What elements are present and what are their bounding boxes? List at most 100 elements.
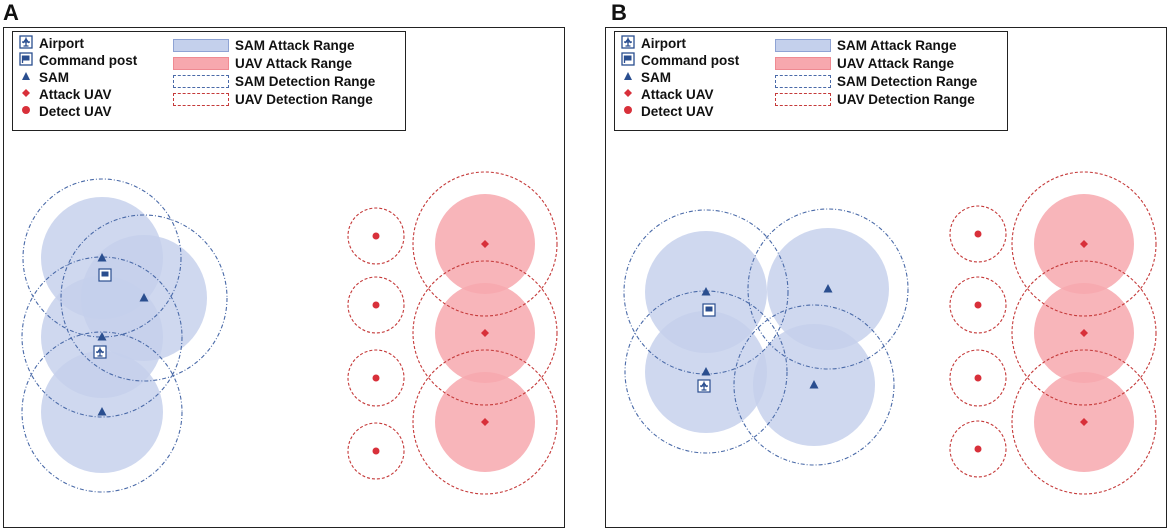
- detect-uav-range: [949, 420, 1007, 478]
- legend-item-detect-uav: Detect UAV: [621, 103, 714, 120]
- legend-text-sam-attack-range: SAM Attack Range: [235, 38, 355, 53]
- legend-text-sam: SAM: [641, 70, 671, 85]
- command-post-marker-flag: [705, 306, 713, 312]
- legend-item-attack-uav: Attack UAV: [621, 86, 714, 103]
- legend-text-sam-detection-range: SAM Detection Range: [837, 74, 978, 89]
- legend-text-command-post: Command post: [39, 53, 138, 68]
- detect-uav-range: [347, 276, 405, 334]
- scenario-b-map: [623, 171, 1157, 495]
- legend-item-airport: Airport: [19, 35, 84, 52]
- airport-icon: [621, 35, 641, 52]
- detect-uav-range: [949, 276, 1007, 334]
- uav-detection-range: [1011, 260, 1157, 406]
- sam-marker: [97, 407, 107, 416]
- panel-a: Airport Command post SAM Attack UAV Dete…: [3, 27, 565, 528]
- uav-attack-range-swatch: [775, 57, 831, 70]
- uav-detection-range-swatch: [775, 93, 831, 106]
- legend-text-uav-attack-range: UAV Attack Range: [837, 56, 955, 71]
- sam-marker: [97, 332, 107, 341]
- command-post-marker-flag: [101, 271, 109, 277]
- uav-detection-range-swatch: [173, 93, 229, 106]
- legend-text-uav-attack-range: UAV Attack Range: [235, 56, 353, 71]
- legend-item-uav-attack-range: UAV Attack Range: [173, 55, 352, 72]
- sam-marker: [823, 284, 833, 293]
- legend-text-sam: SAM: [39, 70, 69, 85]
- detect-uav-dot-icon: [19, 104, 39, 120]
- legend-text-attack-uav: Attack UAV: [39, 87, 112, 102]
- legend-item-uav-detection-range: UAV Detection Range: [173, 91, 373, 108]
- detect-uav-marker: [372, 374, 380, 382]
- attack-uav-marker: [481, 240, 489, 248]
- attack-uav-marker: [481, 418, 489, 426]
- uav-attack-range-swatch: [173, 57, 229, 70]
- legend-item-attack-uav: Attack UAV: [19, 86, 112, 103]
- legend-item-sam: SAM: [621, 69, 671, 86]
- legend-item-uav-attack-range: UAV Attack Range: [775, 55, 954, 72]
- legend-text-uav-detection-range: UAV Detection Range: [235, 92, 373, 107]
- scenario-a-map: [21, 171, 558, 495]
- detect-uav-marker: [974, 445, 982, 453]
- sam-marker: [701, 367, 711, 376]
- sam-triangle-icon: [19, 70, 39, 86]
- detect-uav-range: [949, 349, 1007, 407]
- legend-text-airport: Airport: [39, 36, 84, 51]
- uav-detection-range: [412, 260, 558, 406]
- detect-uav-marker: [974, 230, 982, 238]
- legend-text-sam-detection-range: SAM Detection Range: [235, 74, 376, 89]
- sam-marker: [701, 287, 711, 296]
- detect-uav-dot-icon: [621, 104, 641, 120]
- uav-detection-range: [1011, 349, 1157, 495]
- detect-uav-range: [347, 349, 405, 407]
- legend-b: Airport Command post SAM Attack UAV Dete…: [614, 31, 1008, 131]
- uav-detection-range: [1011, 171, 1157, 317]
- legend-item-airport: Airport: [621, 35, 686, 52]
- sam-attack-range-swatch: [775, 39, 831, 52]
- sam-detection-range-swatch: [775, 75, 831, 88]
- legend-item-sam: SAM: [19, 69, 69, 86]
- airport-marker-glyph: [700, 381, 708, 391]
- attack-uav-marker: [1080, 418, 1088, 426]
- airport-icon: [19, 35, 39, 52]
- detect-uav-marker: [974, 301, 982, 309]
- attack-uav-diamond-icon: [621, 87, 641, 103]
- attack-uav-diamond-icon: [19, 87, 39, 103]
- sam-triangle-icon: [621, 70, 641, 86]
- sam-detection-range: [733, 304, 895, 466]
- detect-uav-range: [347, 422, 405, 480]
- detect-uav-marker: [974, 374, 982, 382]
- legend-text-detect-uav: Detect UAV: [641, 104, 714, 119]
- legend-item-detect-uav: Detect UAV: [19, 103, 112, 120]
- uav-detection-range: [412, 171, 558, 317]
- legend-text-command-post: Command post: [641, 53, 740, 68]
- legend-text-airport: Airport: [641, 36, 686, 51]
- legend-item-uav-detection-range: UAV Detection Range: [775, 91, 975, 108]
- attack-uav-marker: [1080, 329, 1088, 337]
- command-post-icon: [19, 52, 39, 69]
- legend-item-sam-attack-range: SAM Attack Range: [775, 37, 957, 54]
- legend-item-command-post: Command post: [621, 52, 739, 69]
- panel-label-b: B: [611, 0, 627, 25]
- legend-a: Airport Command post SAM Attack UAV Dete…: [12, 31, 406, 131]
- legend-item-sam-detection-range: SAM Detection Range: [775, 73, 977, 90]
- attack-uav-marker: [1080, 240, 1088, 248]
- legend-text-attack-uav: Attack UAV: [641, 87, 714, 102]
- sam-detection-range: [21, 256, 183, 418]
- detect-uav-marker: [372, 447, 380, 455]
- sam-detection-range-swatch: [173, 75, 229, 88]
- sam-marker: [809, 380, 819, 389]
- detect-uav-range: [347, 207, 405, 265]
- panel-label-a: A: [3, 0, 19, 25]
- airport-marker-glyph: [96, 347, 104, 357]
- detect-uav-marker: [372, 232, 380, 240]
- legend-item-sam-attack-range: SAM Attack Range: [173, 37, 355, 54]
- uav-detection-range: [412, 349, 558, 495]
- sam-marker: [97, 253, 107, 262]
- sam-attack-range-swatch: [173, 39, 229, 52]
- sam-detection-range: [60, 214, 228, 382]
- sam-detection-range: [747, 208, 909, 370]
- sam-marker: [139, 293, 149, 302]
- detect-uav-range: [949, 205, 1007, 263]
- legend-item-sam-detection-range: SAM Detection Range: [173, 73, 375, 90]
- legend-text-uav-detection-range: UAV Detection Range: [837, 92, 975, 107]
- command-post-icon: [621, 52, 641, 69]
